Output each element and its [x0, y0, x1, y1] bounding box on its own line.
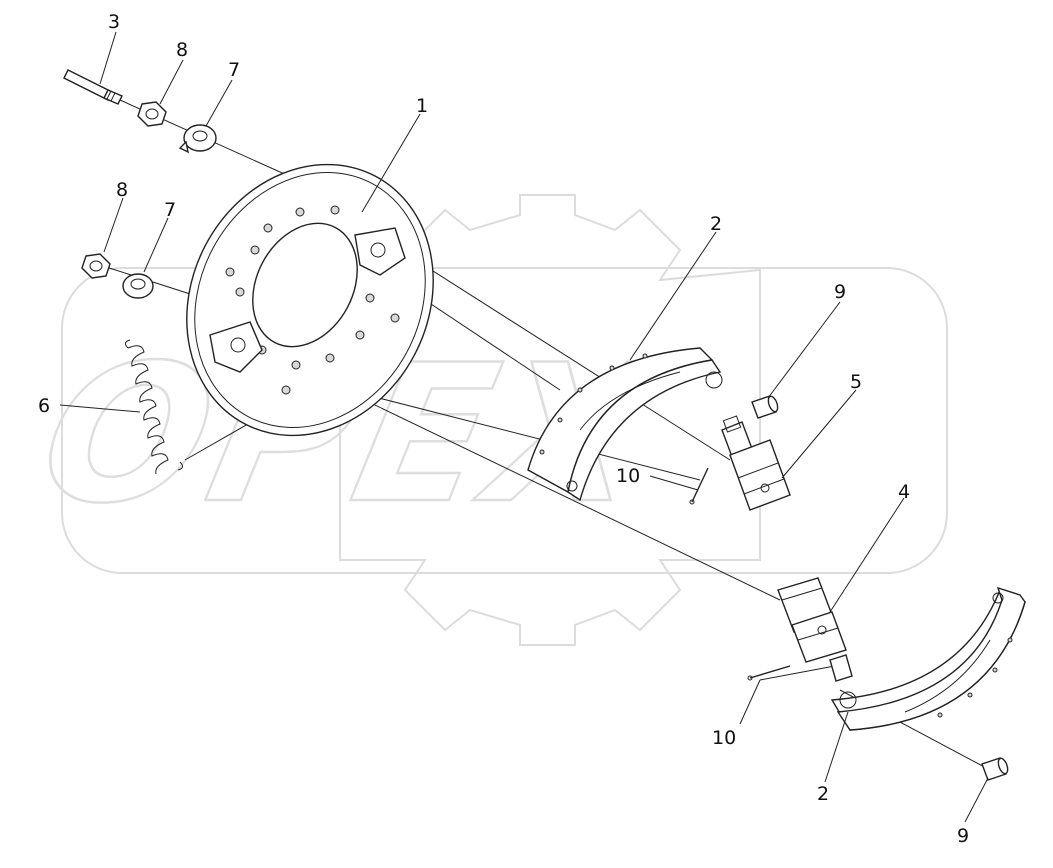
nut-part-upper: [137, 101, 167, 127]
callout-spring: 6: [38, 395, 50, 417]
watermark-frame: [61, 267, 948, 574]
callout-nut-lower: 8: [116, 179, 128, 201]
callout-washer-lower: 7: [164, 199, 176, 221]
callout-nut-upper: 8: [176, 39, 188, 61]
washer-part-upper: [178, 124, 217, 154]
callout-pin-upper: 9: [834, 281, 846, 303]
callout-labels: 3 8 7 1 8 7 6 2 9 5 10 4 10 2 9: [38, 11, 969, 847]
cotter-pin-part-lower: [747, 665, 791, 681]
opex-watermark: OPEX: [23, 194, 948, 646]
brake-shoe-part-lower: [830, 586, 1026, 731]
callout-cotter-lower: 10: [712, 727, 736, 749]
washer-part-lower: [122, 273, 154, 299]
callout-shoe-upper: 2: [710, 213, 722, 235]
brake-shoe-part-upper: [527, 347, 723, 502]
callout-bolt: 3: [108, 11, 120, 33]
callout-brake-shield: 1: [416, 95, 428, 117]
callout-leaders: [59, 31, 989, 823]
callout-shoe-lower: 2: [817, 783, 829, 805]
callout-cylinder-lower: 4: [898, 481, 910, 503]
callout-cylinder-upper: 5: [850, 371, 862, 393]
cylinder-part-lower: [777, 577, 853, 682]
pin-part-upper: [751, 395, 779, 419]
callout-pin-lower: 9: [957, 825, 969, 847]
brake-shield-part: [186, 163, 434, 437]
bolt-part: [63, 69, 123, 105]
spring-part: [124, 339, 184, 475]
cotter-pin-part-upper: [689, 467, 709, 505]
nut-part-lower: [81, 253, 111, 279]
pin-part-lower: [981, 757, 1009, 781]
watermark-gear: [339, 194, 761, 646]
callout-cotter-upper: 10: [616, 465, 640, 487]
callout-washer-upper: 7: [228, 59, 240, 81]
cylinder-part-upper: [721, 415, 791, 511]
